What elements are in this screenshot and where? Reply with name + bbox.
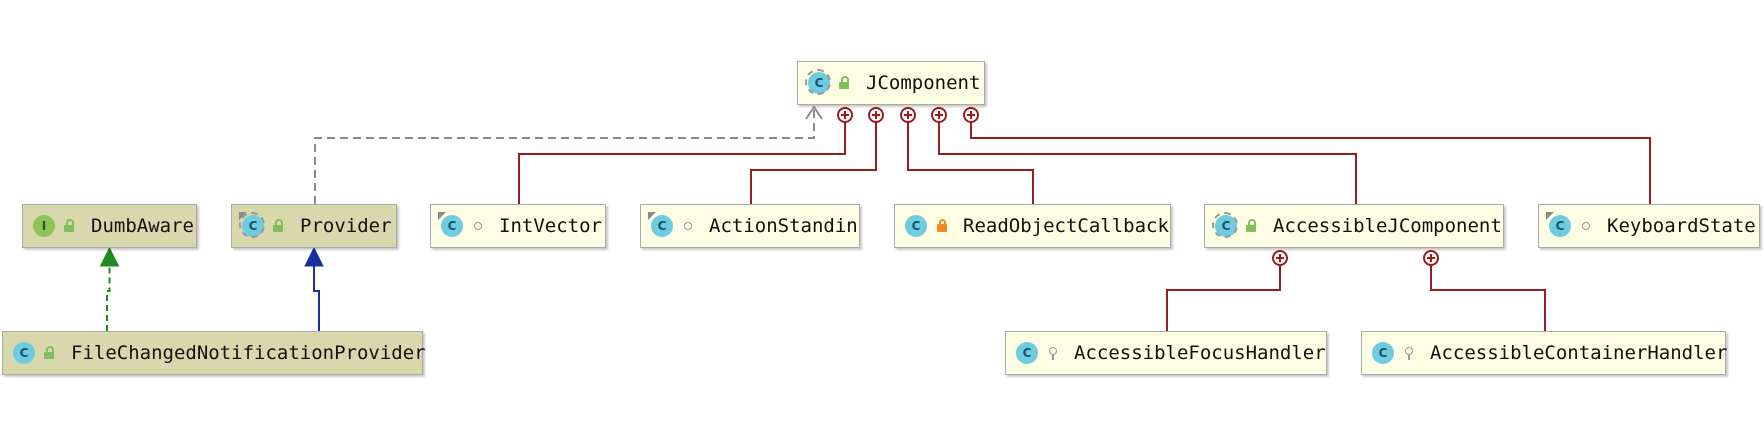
- class-node-dumbaware[interactable]: I DumbAware: [22, 204, 197, 248]
- public-lock-icon: [838, 76, 852, 90]
- inner-class-edge-accessiblecontainerhandler: [1430, 265, 1546, 331]
- class-name-label: IntVector: [499, 215, 602, 237]
- class-node-actionstandin[interactable]: C ActionStandin: [640, 204, 860, 248]
- protected-key-icon: [1402, 346, 1416, 360]
- class-icon: C: [648, 212, 673, 237]
- dependency-edge-provider: [314, 107, 815, 204]
- inner-class-edge-actionstandin: [750, 122, 877, 204]
- class-name-label: AccessibleFocusHandler: [1074, 342, 1326, 364]
- inner-class-edge-keyboardstate: [970, 122, 1651, 204]
- class-node-intvector[interactable]: C IntVector: [430, 204, 606, 248]
- class-node-accessiblejcomponent[interactable]: C AccessibleJComponent: [1204, 204, 1504, 248]
- abstract-class-icon: C: [1212, 212, 1238, 238]
- class-name-label: ReadObjectCallback: [963, 215, 1169, 237]
- extends-edge-filechangednotificationprovider: [313, 266, 320, 331]
- class-name-label: AccessibleJComponent: [1273, 215, 1502, 237]
- inner-class-edge-accessiblefocushandler: [1166, 265, 1281, 331]
- public-lock-icon: [43, 346, 57, 360]
- public-lock-icon: [272, 219, 286, 233]
- extends-arrowhead: [304, 246, 324, 267]
- class-icon: C: [1016, 342, 1038, 364]
- class-icon: C: [1546, 212, 1571, 237]
- interface-icon: I: [33, 215, 55, 237]
- class-name-label: DumbAware: [91, 215, 194, 237]
- inner-class-edge-intvector: [518, 122, 846, 204]
- class-node-accessiblecontainerhandler[interactable]: C AccessibleContainerHandler: [1361, 331, 1728, 375]
- package-visibility-icon: [681, 219, 695, 233]
- class-icon: C: [13, 342, 35, 364]
- inner-class-edge-readobjectcallback: [907, 122, 1034, 204]
- class-icon: C: [438, 212, 463, 237]
- class-name-label: AccessibleContainerHandler: [1430, 342, 1728, 364]
- class-name-label: Provider: [300, 215, 392, 237]
- class-node-keyboardstate[interactable]: C KeyboardState: [1538, 204, 1760, 248]
- inner-class-edge-accessiblejcomponent: [938, 122, 1357, 204]
- public-lock-icon: [1245, 219, 1259, 233]
- dependency-arrowhead: [805, 105, 823, 120]
- abstract-class-icon: C: [239, 212, 265, 238]
- class-name-label: FileChangedNotificationProvider: [71, 342, 426, 364]
- class-name-label: KeyboardState: [1607, 215, 1756, 237]
- protected-key-icon: [1046, 346, 1060, 360]
- package-visibility-icon: [1579, 219, 1593, 233]
- class-node-readobjectcallback[interactable]: C ReadObjectCallback: [894, 204, 1171, 248]
- private-lock-icon: [935, 219, 949, 233]
- public-lock-icon: [63, 219, 77, 233]
- class-node-jcomponent[interactable]: C JComponent: [797, 61, 985, 105]
- class-node-filechangednotificationprovider[interactable]: C FileChangedNotificationProvider: [2, 331, 426, 375]
- class-name-label: JComponent: [866, 72, 981, 94]
- implements-edge-filechangednotificationprovider: [106, 266, 111, 331]
- package-visibility-icon: [471, 219, 485, 233]
- class-icon: C: [905, 215, 927, 237]
- class-name-label: ActionStandin: [709, 215, 858, 237]
- class-node-provider[interactable]: C Provider: [231, 204, 397, 248]
- implements-arrowhead: [99, 246, 120, 267]
- class-node-accessiblefocushandler[interactable]: C AccessibleFocusHandler: [1005, 331, 1327, 375]
- class-icon: C: [1372, 342, 1394, 364]
- abstract-class-icon: C: [805, 69, 831, 95]
